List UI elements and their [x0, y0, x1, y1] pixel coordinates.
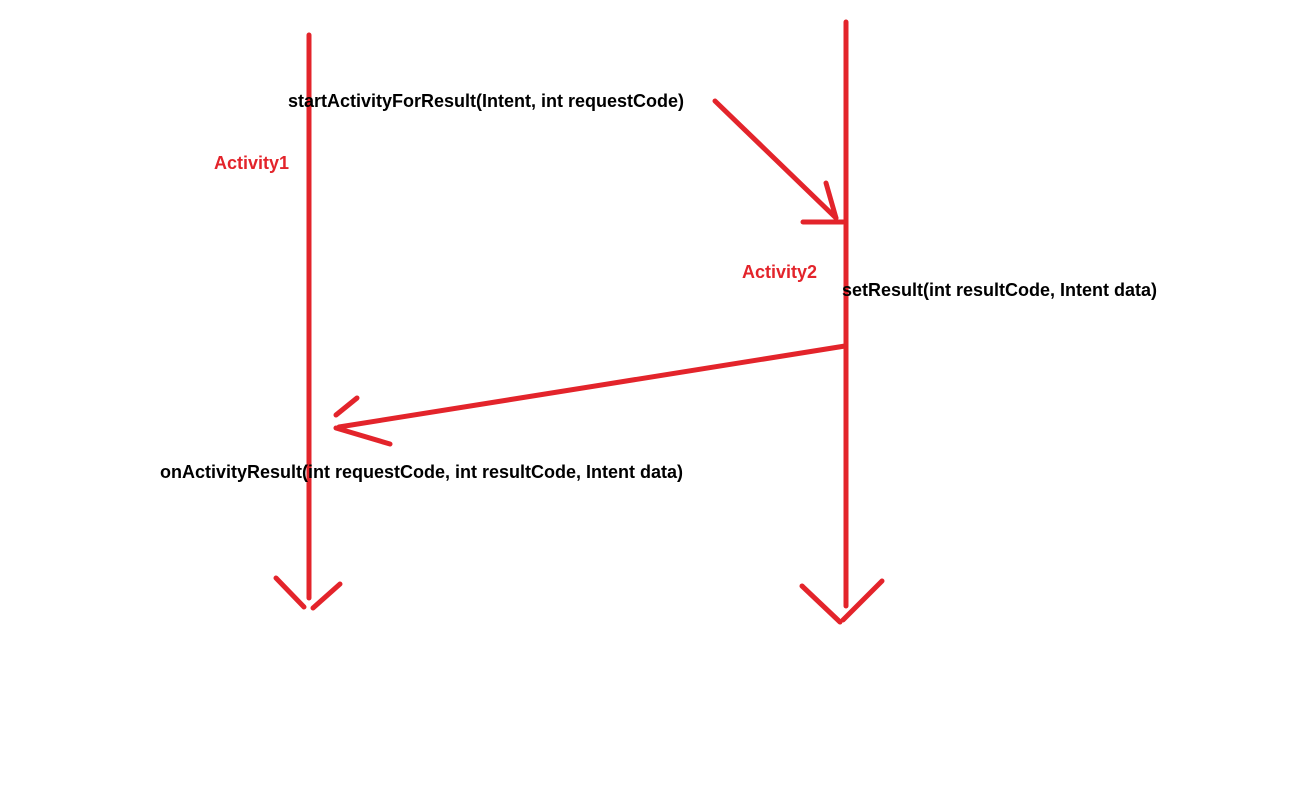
- arrow-start-activity-head-top: [823, 180, 839, 221]
- arrow-start-activity-shaft: [712, 98, 839, 221]
- arrow-start-activity: [712, 98, 846, 225]
- lifeline-activity2: [799, 19, 885, 625]
- arrow-result-return: [333, 343, 848, 447]
- lifeline-activity1: [273, 32, 343, 611]
- arrow-result-return-head-top: [333, 395, 360, 418]
- lifeline-activity2-arrowhead-right: [840, 578, 885, 623]
- activity2-label: Activity2: [742, 262, 818, 282]
- arrow-result-return-head-bottom: [333, 425, 393, 447]
- arrow-result-return-shaft: [336, 343, 848, 430]
- lifeline-activity1-arrowhead-left: [273, 575, 307, 610]
- activity1-label: Activity1: [214, 153, 290, 173]
- on-activity-result-label: onActivityResult(int requestCode, int re…: [160, 462, 684, 482]
- set-result-label: setResult(int resultCode, Intent data): [842, 280, 1158, 300]
- lifeline-activity1-arrowhead-right: [310, 581, 343, 611]
- lifeline-activity2-arrowhead-left: [799, 583, 843, 625]
- start-activity-for-result-label: startActivityForResult(Intent, int reque…: [288, 91, 685, 111]
